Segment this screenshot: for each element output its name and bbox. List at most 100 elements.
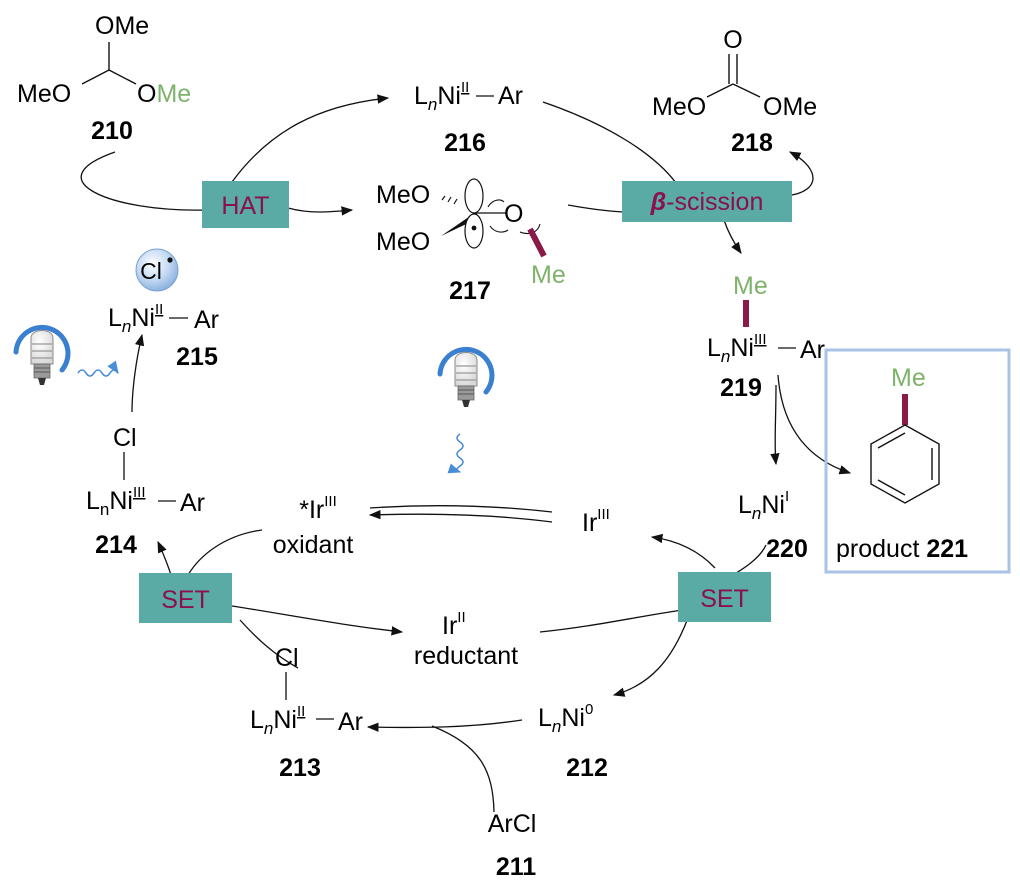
c213-cl: Cl: [275, 644, 299, 672]
c219-ar: Ar: [800, 336, 825, 364]
ir-excited-label: *Ir: [299, 496, 324, 524]
hat-label: HAT: [221, 192, 269, 220]
benzene-ring: [870, 424, 940, 504]
beta-scission-step-box: β-scission: [622, 181, 792, 222]
arrow-hat-to-216: [231, 94, 390, 183]
svg-text:LnNiII: LnNiII: [250, 703, 305, 738]
svg-text:β-scission: β-scission: [650, 188, 764, 216]
c218-number: 218: [731, 129, 773, 157]
compound-214: Cl LnNiIII Ar 214: [86, 424, 205, 559]
c217-o: O: [504, 200, 523, 228]
arrow-210-to-hat: [80, 151, 206, 211]
c210-ome-top: OMe: [95, 12, 149, 40]
compound-210: OMe MeO OMe 210: [17, 12, 191, 145]
svg-text:*IrIII: *IrIII: [299, 493, 337, 524]
svg-text:IrII: IrII: [442, 609, 466, 640]
set-left-step-box: SET: [139, 573, 232, 623]
compound-216: LnNiII Ar 216: [414, 79, 523, 157]
compound-215: Cl LnNiII Ar 215: [108, 248, 219, 371]
compound-212: LnNi0 212: [538, 701, 608, 782]
svg-text:LnNiII: LnNiII: [414, 79, 469, 114]
compound-217: MeO MeO O Me 217: [376, 178, 566, 305]
c217-me: Me: [531, 261, 566, 289]
c210-meo: MeO: [17, 80, 71, 108]
hat-step-box: HAT: [202, 181, 289, 228]
c213-ar: Ar: [338, 708, 363, 736]
arrow-217-to-scission: [567, 204, 625, 213]
c211-name: ArCl: [488, 810, 537, 838]
svg-text:LnNiIII: LnNiIII: [707, 331, 767, 366]
arrow-ir2-to-set: [539, 609, 683, 633]
c217-number: 217: [449, 277, 491, 305]
arrow-216-to-scission: [542, 101, 677, 184]
ir-ground-label: Ir: [582, 509, 597, 537]
ir-reductant-label: reductant: [414, 642, 518, 670]
c217-radical-dot: [471, 225, 477, 231]
arrow-212-to-213: [366, 719, 523, 732]
arrow-ir3-to-set: [187, 529, 263, 576]
ir-oxidant-label: oxidant: [273, 531, 354, 559]
arrow-arcl-feed: [431, 725, 495, 813]
c214-number: 214: [95, 531, 137, 559]
svg-text:IrIII: IrIII: [582, 506, 610, 537]
arrow-set-to-212: [612, 617, 689, 697]
c210-o: O: [137, 80, 156, 108]
arrow-219-to-221: [777, 374, 852, 475]
compound-218: O MeO OMe 218: [652, 26, 817, 157]
c214-ar: Ar: [180, 489, 205, 517]
c217-orbital-top: [464, 178, 484, 214]
c218-ome: OMe: [763, 93, 817, 121]
compound-220: LnNiI 220: [738, 488, 808, 563]
c211-number: 211: [496, 853, 536, 881]
svg-text:LnNiII: LnNiII: [108, 301, 163, 336]
c215-number: 215: [176, 343, 218, 371]
reaction-arrows: [80, 94, 852, 813]
c210-me-green: Me: [156, 80, 191, 108]
c220-number: 220: [766, 535, 808, 563]
c213-number: 213: [279, 754, 321, 782]
arrow-ir-back: [368, 509, 553, 523]
compound-219: Me LnNiIII Ar 219: [707, 272, 825, 402]
lightbulb-icon: [13, 324, 71, 385]
c216-ar: Ar: [498, 82, 523, 110]
ir-reduced-label: Ir: [442, 612, 457, 640]
svg-text:LnNiIII: LnNiIII: [86, 484, 146, 519]
svg-text:product 221: product 221: [836, 535, 968, 563]
set-right-label: SET: [700, 585, 749, 613]
c214-cl: Cl: [113, 424, 137, 452]
c219-number: 219: [720, 374, 762, 402]
svg-text:OMe: OMe: [137, 80, 191, 108]
set-right-step-box: SET: [678, 572, 771, 622]
set-left-label: SET: [161, 586, 210, 614]
svg-text:LnNi0: LnNi0: [538, 701, 593, 736]
ir-excited-oxidant: *IrIII oxidant: [273, 493, 354, 559]
wavy-light-arrow: [77, 360, 119, 377]
c218-meo: MeO: [652, 93, 706, 121]
compound-211: ArCl 211: [488, 810, 537, 881]
svg-text:LnNiI: LnNiI: [738, 488, 789, 523]
arrow-214-to-215: [131, 333, 145, 413]
beta-symbol: β: [650, 188, 667, 216]
c217-meo-bottom: MeO: [376, 228, 430, 256]
ir-ground: IrIII: [582, 506, 610, 537]
arrow-213-to-set: [239, 619, 299, 669]
arrow-scission-to-218: [788, 151, 814, 196]
c215-cl: Cl: [140, 258, 162, 284]
c217-orbital-bottom: [464, 213, 484, 249]
c217-hashed-bond: [441, 195, 458, 205]
arrow-219-to-220: [770, 384, 780, 466]
c210-number: 210: [91, 117, 133, 145]
lightbulb-icon: [437, 346, 495, 407]
c218-o-top: O: [723, 26, 742, 54]
ir-reduced-reductant: IrII reductant: [414, 609, 518, 670]
wavy-light-arrow: [447, 433, 464, 474]
compound-213: Cl LnNiII Ar 213: [250, 644, 363, 782]
c217-meo-top: MeO: [376, 181, 430, 209]
scission-label: -scission: [666, 188, 763, 216]
arrow-scission-to-219: [723, 219, 742, 254]
c221-me: Me: [891, 364, 926, 392]
chlorine-radical-sphere: Cl: [135, 248, 179, 292]
c221-label: product: [836, 535, 919, 563]
arrow-ir-forward: [369, 505, 553, 513]
